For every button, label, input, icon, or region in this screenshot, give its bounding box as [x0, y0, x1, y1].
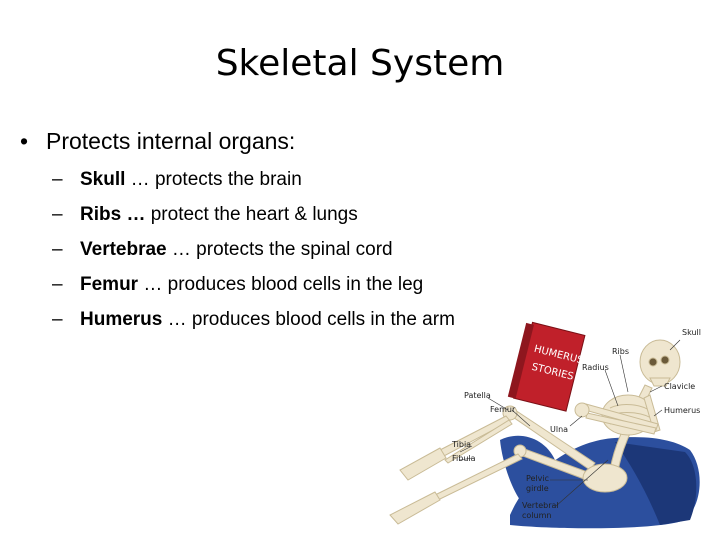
label-ulna: Ulna	[550, 425, 568, 434]
item-desc: … protects the brain	[125, 169, 302, 190]
sub-bullet-list: –Skull … protects the brain –Ribs … prot…	[52, 162, 455, 337]
item-desc: … produces blood cells in the arm	[162, 309, 455, 330]
label-vertebral-2: column	[522, 511, 551, 520]
label-radius: Radius	[582, 363, 609, 372]
dash-marker: –	[52, 274, 63, 295]
dash-marker: –	[52, 204, 63, 225]
label-patella: Patella	[464, 391, 491, 400]
label-pelvic-1: Pelvic	[526, 474, 549, 483]
item-term: Skull	[80, 169, 126, 190]
label-femur: Femur	[490, 405, 516, 414]
dash-marker: –	[52, 239, 63, 260]
list-item: –Humerus … produces blood cells in the a…	[52, 302, 455, 337]
label-pelvic-2: girdle	[526, 484, 549, 493]
skeleton-illustration: HUMERUS STORIES Skull Ribs Radius Clavic…	[360, 320, 720, 530]
anatomy-labels: Skull Ribs Radius Clavicle Humerus Patel…	[451, 328, 701, 520]
item-desc: … protects the spinal cord	[166, 239, 393, 260]
label-vertebral-1: Vertebral	[522, 501, 559, 510]
list-item: –Vertebrae … protects the spinal cord	[52, 232, 455, 267]
list-item: –Ribs … protect the heart & lungs	[52, 197, 455, 232]
item-term: Femur	[80, 274, 139, 295]
list-item: –Femur … produces blood cells in the leg	[52, 267, 455, 302]
item-term: Vertebrae	[80, 239, 167, 260]
list-item: –Skull … protects the brain	[52, 162, 455, 197]
label-tibia: Tibia	[451, 440, 471, 449]
item-term: Humerus	[80, 309, 163, 330]
arm-bones	[574, 394, 661, 435]
item-desc: protect the heart & lungs	[145, 204, 358, 225]
bullet-text: Protects internal organs:	[46, 128, 296, 154]
book-icon: HUMERUS STORIES	[507, 321, 586, 412]
skull	[639, 339, 681, 387]
bullet-marker: •	[20, 128, 29, 154]
beanbag-fold	[615, 442, 697, 525]
slide-title: Skeletal System	[215, 43, 505, 84]
label-clavicle: Clavicle	[664, 382, 695, 391]
dash-marker: –	[52, 169, 63, 190]
label-humerus: Humerus	[664, 406, 700, 415]
item-term: Ribs …	[80, 204, 146, 225]
item-desc: … produces blood cells in the leg	[138, 274, 424, 295]
label-fibula: Fibula	[452, 454, 476, 463]
label-skull: Skull	[682, 328, 701, 337]
dash-marker: –	[52, 309, 63, 330]
main-bullet: • Protects internal organs:	[20, 126, 295, 156]
label-ribs: Ribs	[612, 347, 629, 356]
